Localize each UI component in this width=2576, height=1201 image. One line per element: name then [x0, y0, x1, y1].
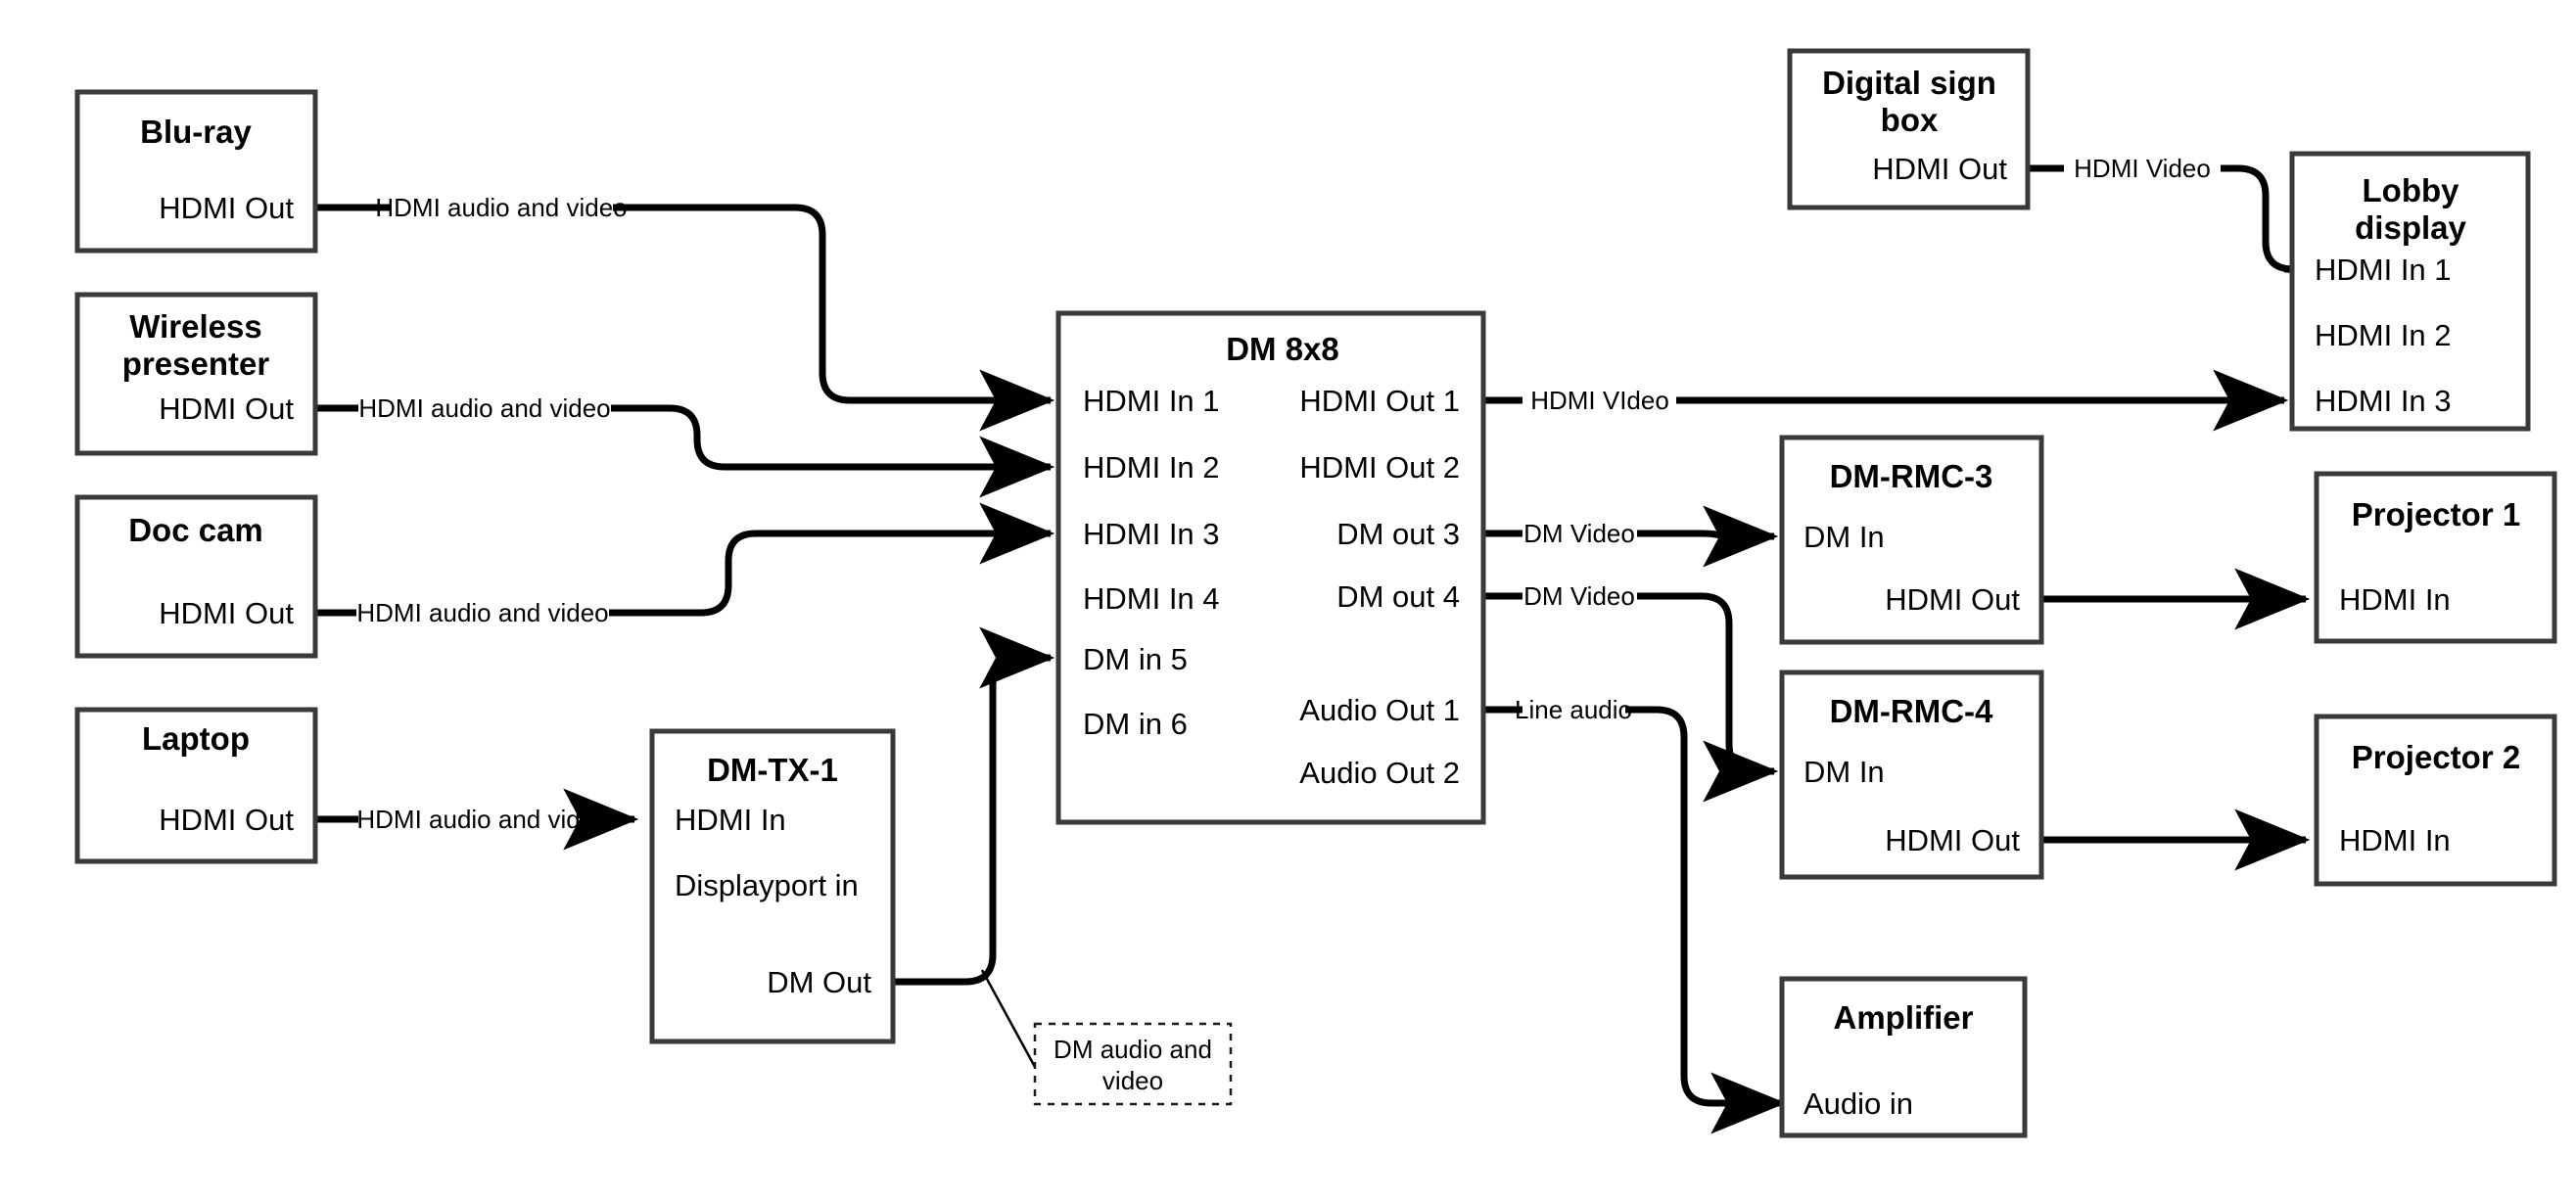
port-dmtx1-displayport-in: Displayport in [675, 868, 859, 902]
port-dm8x8-dm-out-3: DM out 3 [1336, 517, 1460, 551]
port-dm8x8-hdmi-in-1: HDMI In 1 [1083, 384, 1220, 418]
node-amplifier[interactable]: Amplifier Audio in [1779, 976, 2028, 1138]
port-sign-hdmi-out: HDMI Out [1872, 152, 2007, 186]
node-title-bluray: Blu-ray [140, 114, 252, 150]
port-doccam-hdmi-out: HDMI Out [159, 596, 294, 630]
node-projector-2[interactable]: Projector 2 HDMI In [2314, 714, 2557, 887]
node-title-projector1: Projector 1 [2352, 496, 2520, 532]
port-dm8x8-dm-out-4: DM out 4 [1336, 579, 1460, 614]
node-dm-rmc-4[interactable]: DM-RMC-4 DM In HDMI Out [1779, 670, 2044, 880]
port-dm8x8-audio-out-1: Audio Out 1 [1299, 693, 1460, 727]
port-lobby-hdmi-in-2: HDMI In 2 [2315, 318, 2452, 352]
port-bluray-hdmi-out: HDMI Out [159, 191, 294, 225]
wire-label-doccam: HDMI audio and video [356, 598, 608, 627]
port-dmrmc3-dm-in: DM In [1803, 520, 1885, 554]
wire-dm8x8-audio-to-amplifier [1485, 706, 1782, 1103]
node-laptop[interactable]: Laptop HDMI Out [74, 707, 318, 864]
wire-dmtx1-to-dm8x8 [893, 626, 1055, 986]
wire-label-layer: HDMI audio and video HDMI audio and vide… [356, 154, 2210, 834]
node-title-sign-l2: box [1881, 102, 1939, 138]
callout-line-1: DM audio and [1054, 1035, 1212, 1064]
node-doc-cam[interactable]: Doc cam HDMI Out [74, 494, 318, 659]
wire-dm8x8-out3-to-rmc3 [1485, 533, 1774, 544]
node-title-amplifier: Amplifier [1833, 999, 1973, 1036]
node-title-projector2: Projector 2 [2352, 739, 2520, 775]
wire-label-sign-lobby: HDMI Video [2074, 154, 2211, 183]
leader-dm-audio-video [980, 969, 1037, 1068]
port-laptop-hdmi-out: HDMI Out [159, 803, 294, 837]
node-title-lobby-l2: display [2355, 209, 2466, 246]
node-dm-rmc-3[interactable]: DM-RMC-3 DM In HDMI Out [1779, 435, 2044, 645]
node-digital-sign-box[interactable]: Digital sign box HDMI Out [1787, 48, 2031, 210]
port-dm8x8-hdmi-in-2: HDMI In 2 [1083, 450, 1220, 485]
port-dm8x8-hdmi-out-1: HDMI Out 1 [1299, 384, 1460, 418]
port-dm8x8-hdmi-in-4: HDMI In 4 [1083, 581, 1220, 616]
node-lobby-display[interactable]: Lobby display HDMI In 1 HDMI In 2 HDMI I… [2289, 151, 2531, 432]
port-projector2-hdmi-in: HDMI In [2339, 823, 2451, 857]
callout-line-2: video [1102, 1066, 1163, 1095]
wire-wireless-to-dm8x8 [315, 408, 1051, 467]
node-title-lobby-l1: Lobby [2363, 172, 2460, 208]
port-projector1-hdmi-in: HDMI In [2339, 582, 2451, 617]
port-amplifier-audio-in: Audio in [1803, 1086, 1913, 1121]
node-wireless-presenter[interactable]: Wireless presenter HDMI Out [74, 292, 318, 456]
node-title-sign-l1: Digital sign [1822, 65, 1996, 101]
wire-label-wireless: HDMI audio and video [358, 393, 610, 423]
port-lobby-hdmi-in-3: HDMI In 3 [2315, 384, 2452, 418]
wire-label-dm-out4: DM Video [1523, 581, 1635, 611]
port-lobby-hdmi-in-1: HDMI In 1 [2315, 253, 2452, 287]
node-title-wireless-l2: presenter [122, 346, 270, 382]
node-title-dmtx1: DM-TX-1 [707, 752, 838, 788]
node-title-dm8x8: DM 8x8 [1226, 331, 1339, 367]
node-bluray[interactable]: Blu-ray HDMI Out [74, 89, 318, 254]
port-dmrmc4-hdmi-out: HDMI Out [1885, 823, 2020, 857]
wire-layer [315, 164, 2306, 1103]
node-title-doccam: Doc cam [128, 512, 263, 548]
node-projector-1[interactable]: Projector 1 HDMI In [2314, 471, 2557, 644]
wire-label-dm-out3: DM Video [1523, 519, 1635, 548]
node-title-wireless-l1: Wireless [129, 308, 261, 345]
node-dm-tx-1[interactable]: DM-TX-1 HDMI In Displayport in DM Out [649, 728, 896, 1044]
wire-label-laptop: HDMI audio and video [356, 805, 608, 834]
callout-dm-audio-and-video: DM audio and video [1033, 1022, 1233, 1106]
port-wireless-hdmi-out: HDMI Out [159, 392, 294, 426]
port-dm8x8-dm-in-6: DM in 6 [1083, 707, 1188, 741]
wire-label-line-audio: Line audio [1515, 695, 1632, 724]
node-title-dmrmc4: DM-RMC-4 [1830, 693, 1993, 729]
port-dmtx1-dm-out: DM Out [767, 965, 871, 999]
wire-label-dm-out1: HDMI VIdeo [1530, 386, 1669, 415]
port-dmtx1-hdmi-in: HDMI In [675, 803, 786, 837]
node-title-dmrmc3: DM-RMC-3 [1830, 458, 1993, 494]
wire-label-bluray: HDMI audio and video [375, 193, 627, 222]
port-dmrmc3-hdmi-out: HDMI Out [1885, 582, 2020, 617]
port-dm8x8-hdmi-out-2: HDMI Out 2 [1299, 450, 1460, 485]
port-dmrmc4-dm-in: DM In [1803, 755, 1885, 789]
node-title-laptop: Laptop [142, 720, 250, 757]
port-dm8x8-dm-in-5: DM in 5 [1083, 642, 1188, 676]
node-dm-8x8[interactable]: DM 8x8 HDMI In 1 HDMI In 2 HDMI In 3 HDM… [1055, 310, 1486, 825]
wire-dm8x8-out4-to-rmc4 [1485, 592, 1774, 771]
port-dm8x8-audio-out-2: Audio Out 2 [1299, 756, 1460, 790]
wire-sign-to-lobby [2027, 164, 2293, 269]
port-dm8x8-hdmi-in-3: HDMI In 3 [1083, 517, 1220, 551]
wire-doccam-to-dm8x8 [315, 533, 1051, 617]
wire-bluray-to-dm8x8 [315, 204, 1051, 400]
